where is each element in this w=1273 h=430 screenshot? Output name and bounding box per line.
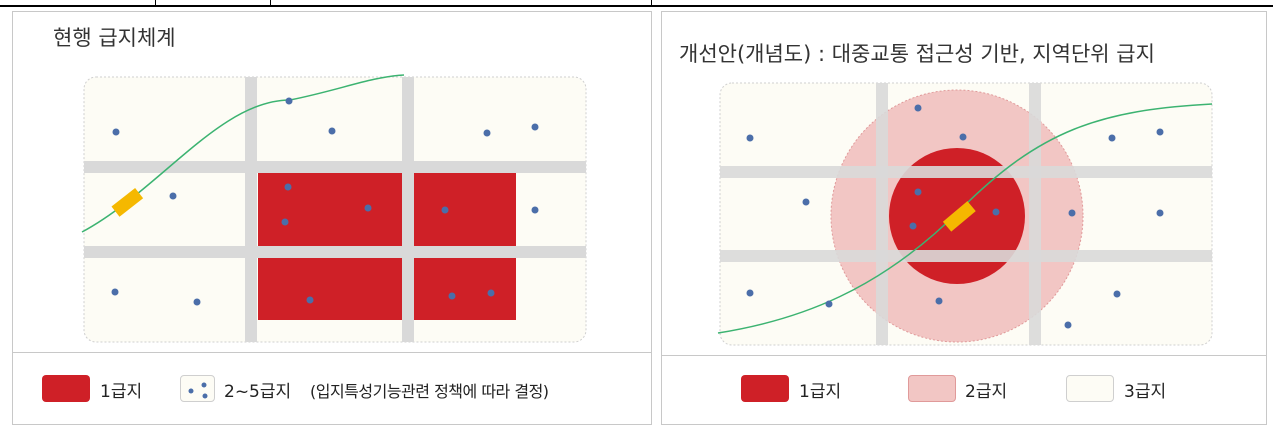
tier1-block	[258, 258, 402, 320]
tier1-block	[414, 173, 516, 246]
legend-tier2to5-label: 2~5급지	[224, 382, 292, 402]
road-horizontal	[720, 166, 1212, 178]
legend-tier3-label: 3급지	[1124, 382, 1167, 402]
road-horizontal	[84, 246, 586, 258]
legend-tier2to5-note: (입지특성기능관련 정책에 따라 결정)	[310, 382, 549, 401]
current-system-title: 현행 급지체계	[53, 26, 176, 50]
road-vertical	[402, 77, 414, 342]
legend-tier3-swatch	[1066, 375, 1114, 402]
legend-divider	[13, 352, 651, 353]
road-vertical	[876, 83, 888, 345]
legend-tier1-swatch	[42, 375, 90, 402]
tier2to5-dots	[111, 97, 539, 306]
legend-tier1-label: 1급지	[100, 382, 143, 402]
transit-vehicle	[942, 201, 976, 232]
proposed-system-title: 개선안(개념도) : 대중교통 접근성 기반, 지역단위 급지	[679, 42, 1155, 66]
legend-tier1-label: 1급지	[799, 382, 842, 402]
tier1-block	[258, 173, 402, 246]
legend-tier2-swatch	[908, 375, 956, 402]
road-vertical	[1029, 83, 1041, 345]
road-vertical	[245, 77, 257, 342]
legend-tier2-label: 2급지	[965, 382, 1008, 402]
transit-vehicle	[111, 188, 144, 217]
legend-tier1-swatch	[741, 375, 789, 402]
legend-divider	[662, 355, 1266, 356]
top-rule-tick	[270, 0, 271, 7]
road-horizontal	[84, 161, 586, 173]
tier1-block	[414, 258, 516, 320]
road-horizontal	[720, 250, 1212, 262]
legend-tier2to5-swatch	[180, 375, 215, 402]
top-rule-tick	[155, 0, 156, 7]
top-rule	[0, 5, 1273, 7]
location-dots	[746, 104, 1164, 329]
top-rule-tick	[651, 0, 652, 7]
